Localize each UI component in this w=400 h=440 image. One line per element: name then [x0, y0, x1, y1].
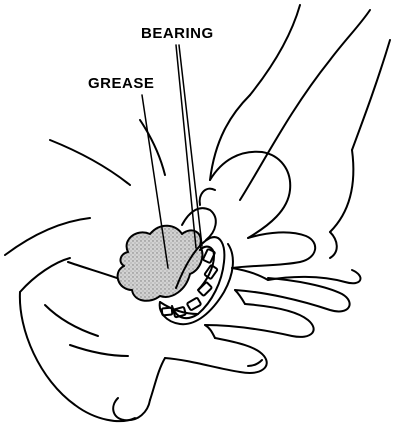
grease-blob [118, 226, 203, 301]
upper-hand [182, 5, 390, 280]
bearing-leader-line-2 [179, 45, 202, 246]
bearing-label: BEARING [141, 25, 214, 42]
grease-label: GREASE [88, 75, 154, 92]
